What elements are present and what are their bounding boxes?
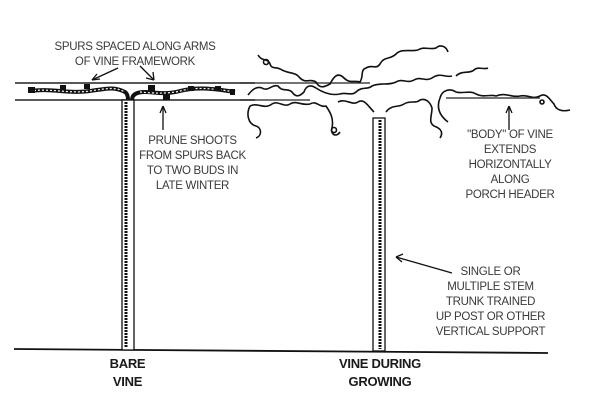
body-annotation-line: EXTENDS bbox=[483, 144, 537, 156]
body-annotation-line: PORCH HEADER bbox=[465, 189, 555, 201]
growing-vine-foliage bbox=[247, 45, 571, 139]
caption-bare-vine-line: BARE bbox=[109, 356, 146, 371]
trunk-annotation-line: UP POST OR OTHER bbox=[435, 311, 546, 323]
ground-line bbox=[13, 348, 549, 354]
trunk-annotation-line: MULTIPLE STEM bbox=[447, 281, 534, 293]
spurs bbox=[28, 84, 235, 100]
prune-annotation-line: TO TWO BUDS IN bbox=[146, 165, 239, 177]
body-annotation: "BODY" OF VINE EXTENDS HORIZONTALLY ALON… bbox=[455, 128, 565, 203]
bare-vine-trunk bbox=[121, 99, 135, 351]
body-annotation-line: ALONG bbox=[490, 174, 530, 186]
prune-annotation-line: LATE WINTER bbox=[155, 180, 230, 192]
spurs-annotation-line: SPURS SPACED ALONG ARMS bbox=[54, 41, 216, 53]
caption-growing-vine-line: GROWING bbox=[348, 374, 412, 389]
caption-growing-vine-line: VINE DURING bbox=[339, 356, 421, 371]
spurs-annotation-line: OF VINE FRAMEWORK bbox=[74, 56, 196, 68]
arrows bbox=[91, 65, 513, 274]
prune-annotation-line: FROM SPURS BACK bbox=[139, 150, 246, 162]
trunk-annotation: SINGLE OR MULTIPLE STEM TRUNK TRAINED UP… bbox=[428, 265, 553, 340]
caption-growing-vine: VINE DURING GROWING bbox=[325, 355, 435, 391]
spurs-annotation: SPURS SPACED ALONG ARMS OF VINE FRAMEWOR… bbox=[40, 40, 230, 70]
body-annotation-line: "BODY" OF VINE bbox=[467, 129, 553, 141]
trunk-annotation-line: TRUNK TRAINED bbox=[445, 296, 536, 308]
caption-bare-vine: BARE VINE bbox=[90, 355, 165, 391]
body-annotation-line: HORIZONTALLY bbox=[468, 159, 552, 171]
prune-annotation: PRUNE SHOOTS FROM SPURS BACK TO TWO BUDS… bbox=[135, 134, 250, 194]
caption-bare-vine-line: VINE bbox=[112, 374, 143, 389]
trunk-annotation-line: SINGLE OR bbox=[460, 266, 521, 278]
bare-vine-cordon bbox=[29, 86, 236, 101]
prune-annotation-line: PRUNE SHOOTS bbox=[148, 135, 237, 147]
growing-vine-trunk bbox=[372, 117, 386, 352]
trunk-annotation-line: VERTICAL SUPPORT bbox=[435, 326, 546, 338]
